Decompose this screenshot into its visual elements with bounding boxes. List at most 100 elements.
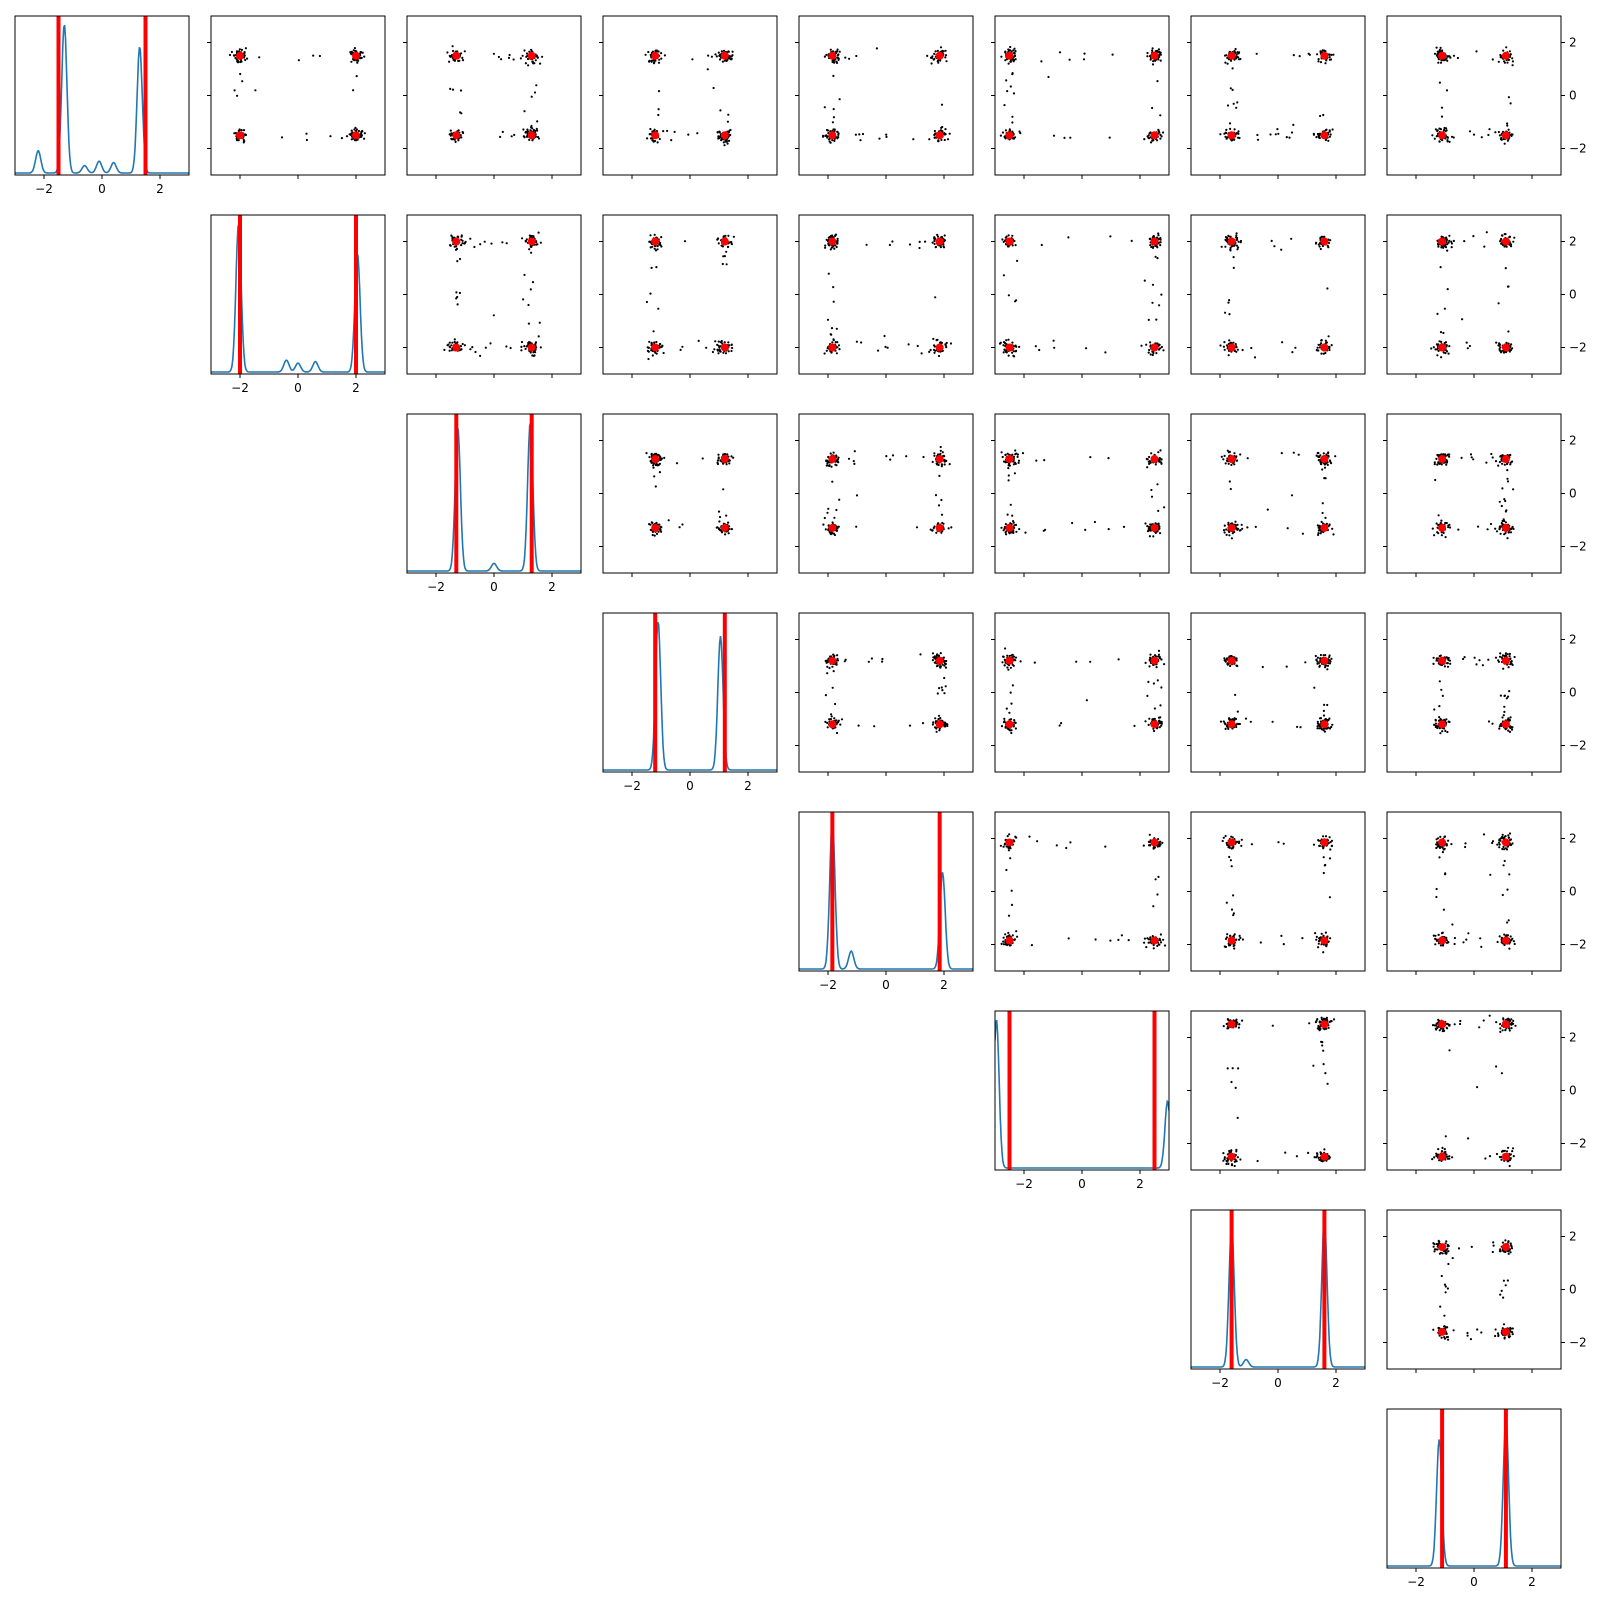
scatter-point bbox=[1002, 529, 1005, 532]
scatter-point bbox=[1019, 660, 1022, 663]
scatter-point bbox=[831, 341, 834, 344]
scatter-point bbox=[939, 445, 942, 449]
scatter-point bbox=[541, 55, 544, 58]
scatter-point bbox=[1438, 340, 1441, 343]
scatter-point bbox=[1512, 488, 1515, 491]
scatter-point bbox=[828, 244, 831, 247]
scatter-point bbox=[659, 529, 662, 532]
scatter-point bbox=[939, 665, 943, 668]
red-center-point bbox=[236, 131, 244, 140]
scatter-point bbox=[824, 246, 827, 249]
red-center-point bbox=[935, 343, 944, 352]
scatter-point bbox=[1159, 241, 1162, 244]
scatter-point bbox=[1324, 339, 1327, 342]
scatter-point bbox=[1001, 131, 1005, 134]
panel-content bbox=[603, 613, 777, 772]
scatter-point bbox=[657, 530, 660, 533]
scatter-point bbox=[945, 459, 948, 462]
scatter-point bbox=[942, 656, 946, 659]
scatter-point bbox=[1317, 60, 1320, 63]
scatter-point bbox=[937, 654, 941, 657]
scatter-point bbox=[722, 235, 725, 238]
scatter-point bbox=[725, 250, 728, 253]
scatter-point bbox=[1228, 313, 1231, 316]
scatter-point bbox=[884, 345, 887, 348]
scatter-point bbox=[526, 128, 529, 131]
red-center-point bbox=[1501, 455, 1510, 464]
scatter-point bbox=[1156, 80, 1159, 83]
scatter-point bbox=[1511, 57, 1514, 60]
panel-frame bbox=[406, 413, 582, 574]
panel-frame bbox=[1190, 15, 1366, 176]
panel-frame bbox=[406, 15, 582, 176]
red-center-point bbox=[1150, 343, 1159, 352]
scatter-point bbox=[941, 689, 944, 692]
scatter-point bbox=[501, 130, 504, 133]
scatter-point bbox=[940, 686, 943, 689]
scatter-point bbox=[1159, 244, 1162, 247]
scatter-point bbox=[312, 54, 315, 57]
scatter-point bbox=[697, 339, 700, 342]
scatter-point bbox=[239, 60, 242, 64]
scatter-point bbox=[489, 342, 492, 345]
scatter-point bbox=[1005, 533, 1008, 536]
scatter-point bbox=[1441, 139, 1444, 142]
scatter-panel-1-6 bbox=[1187, 214, 1366, 378]
scatter-point bbox=[858, 133, 861, 136]
scatter-point bbox=[1254, 525, 1257, 529]
scatter-panel-3-4 bbox=[795, 612, 974, 776]
scatter-point bbox=[832, 532, 836, 535]
scatter-point bbox=[652, 59, 655, 62]
scatter-point bbox=[653, 341, 656, 344]
scatter-point bbox=[660, 236, 663, 239]
scatter-point bbox=[1499, 346, 1502, 349]
scatter-point bbox=[1003, 720, 1006, 724]
panel-frame bbox=[406, 214, 582, 375]
scatter-point bbox=[1154, 59, 1157, 62]
scatter-point bbox=[725, 514, 728, 517]
scatter-point bbox=[1222, 345, 1225, 348]
scatter-point bbox=[831, 686, 834, 689]
scatter-point bbox=[945, 723, 949, 726]
scatter-point bbox=[728, 527, 731, 531]
red-center-point bbox=[1501, 343, 1510, 352]
scatter-point bbox=[460, 238, 463, 241]
scatter-point bbox=[1502, 351, 1506, 354]
red-center-point bbox=[527, 51, 536, 60]
panel-frame bbox=[1386, 15, 1562, 176]
scatter-point bbox=[1317, 135, 1320, 138]
scatter-point bbox=[663, 54, 667, 57]
scatter-point bbox=[1447, 352, 1450, 355]
scatter-point bbox=[1011, 514, 1014, 517]
scatter-point bbox=[536, 129, 539, 132]
scatter-point bbox=[836, 48, 839, 51]
scatter-point bbox=[1441, 49, 1444, 52]
scatter-point bbox=[1472, 235, 1475, 238]
scatter-point bbox=[652, 466, 655, 469]
scatter-point bbox=[1011, 234, 1014, 237]
scatter-point bbox=[932, 337, 935, 340]
scatter-point bbox=[929, 56, 933, 59]
scatter-point bbox=[649, 292, 652, 295]
scatter-point bbox=[681, 523, 684, 526]
scatter-point bbox=[831, 139, 834, 142]
scatter-point bbox=[836, 721, 839, 724]
red-center-point bbox=[1501, 523, 1510, 532]
scatter-point bbox=[931, 723, 935, 726]
scatter-point bbox=[1228, 534, 1231, 537]
scatter-point bbox=[1014, 727, 1018, 730]
scatter-point bbox=[522, 128, 525, 131]
scatter-point bbox=[1436, 312, 1439, 315]
scatter-point bbox=[1445, 463, 1448, 466]
scatter-point bbox=[1466, 347, 1469, 350]
scatter-point bbox=[455, 297, 458, 300]
scatter-point bbox=[945, 346, 948, 349]
scatter-point bbox=[825, 349, 828, 352]
red-center-point bbox=[720, 131, 729, 140]
scatter-point bbox=[718, 58, 722, 61]
scatter-point bbox=[521, 237, 524, 240]
scatter-point bbox=[350, 132, 353, 135]
scatter-point bbox=[1011, 653, 1014, 656]
scatter-point bbox=[1107, 528, 1110, 531]
